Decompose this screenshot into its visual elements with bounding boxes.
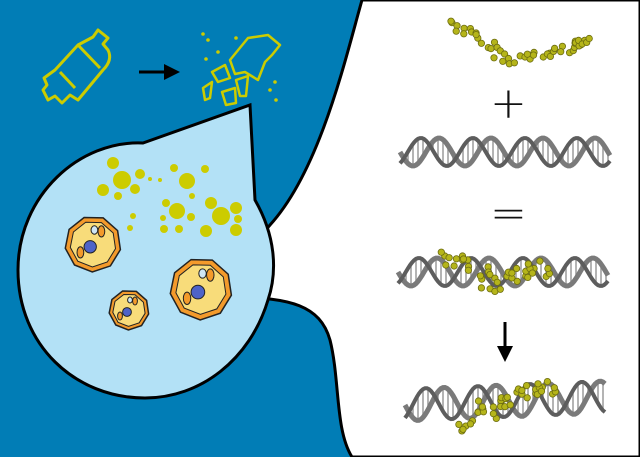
microplastic-particle xyxy=(130,213,136,219)
microplastic-particle xyxy=(179,173,195,189)
microplastic-particle xyxy=(162,199,170,207)
dna-figures xyxy=(395,17,613,435)
microplastic-particle xyxy=(160,215,166,221)
microplastic-particle xyxy=(170,164,178,172)
microplastic-particle xyxy=(107,157,119,169)
plastic-fragment-speck xyxy=(206,38,210,42)
dna-helix-icon xyxy=(397,135,613,169)
plastic-fragment-speck xyxy=(273,80,277,84)
drop-bubble xyxy=(16,102,276,400)
microplastic-particle xyxy=(175,225,183,233)
cell-icon xyxy=(108,290,150,331)
microplastic-particle xyxy=(230,224,242,236)
fragmented-bottle-icon xyxy=(201,33,282,107)
bound-protein xyxy=(437,248,554,295)
microplastic-particle xyxy=(189,193,195,199)
microplastic-particle xyxy=(130,184,140,194)
plastic-fragment-speck xyxy=(204,57,208,61)
plus-sign: + xyxy=(490,78,527,129)
microplastic-particle xyxy=(169,203,185,219)
plastic-particles xyxy=(97,32,278,237)
microplastic-particle xyxy=(97,184,109,196)
plastic-fragment-speck xyxy=(234,36,238,40)
microplastic-particle xyxy=(201,165,209,173)
plastic-fragment-speck xyxy=(216,50,220,54)
arrow-down-icon xyxy=(497,322,513,362)
microplastic-particle xyxy=(187,213,195,221)
protein-icon xyxy=(447,17,593,68)
microplastic-particle xyxy=(230,202,242,214)
cell-icon xyxy=(169,258,233,321)
bound-protein-distorted xyxy=(455,377,560,435)
microplastic-particle xyxy=(148,177,152,181)
microplastic-particle xyxy=(113,171,131,189)
cell-icon xyxy=(64,216,122,273)
microplastic-particle xyxy=(205,197,217,209)
microplastic-particle xyxy=(212,207,230,225)
plastic-fragment-speck xyxy=(268,88,272,92)
cells xyxy=(64,216,233,331)
arrow-right-icon xyxy=(139,64,180,80)
microplastic-particle xyxy=(234,215,242,223)
plastic-fragment-speck xyxy=(274,98,278,102)
microplastic-particle xyxy=(158,178,162,182)
zoom-panel-white xyxy=(209,0,640,457)
equals-sign: = xyxy=(490,188,527,239)
microplastic-particle xyxy=(160,225,168,233)
plastic-fragment-speck xyxy=(201,32,205,36)
microplastic-particle xyxy=(200,225,212,237)
microplastic-particle xyxy=(114,192,122,200)
plastic-bottle-icon xyxy=(41,28,112,105)
microplastic-particle xyxy=(127,225,133,231)
microplastic-particle xyxy=(135,169,145,179)
